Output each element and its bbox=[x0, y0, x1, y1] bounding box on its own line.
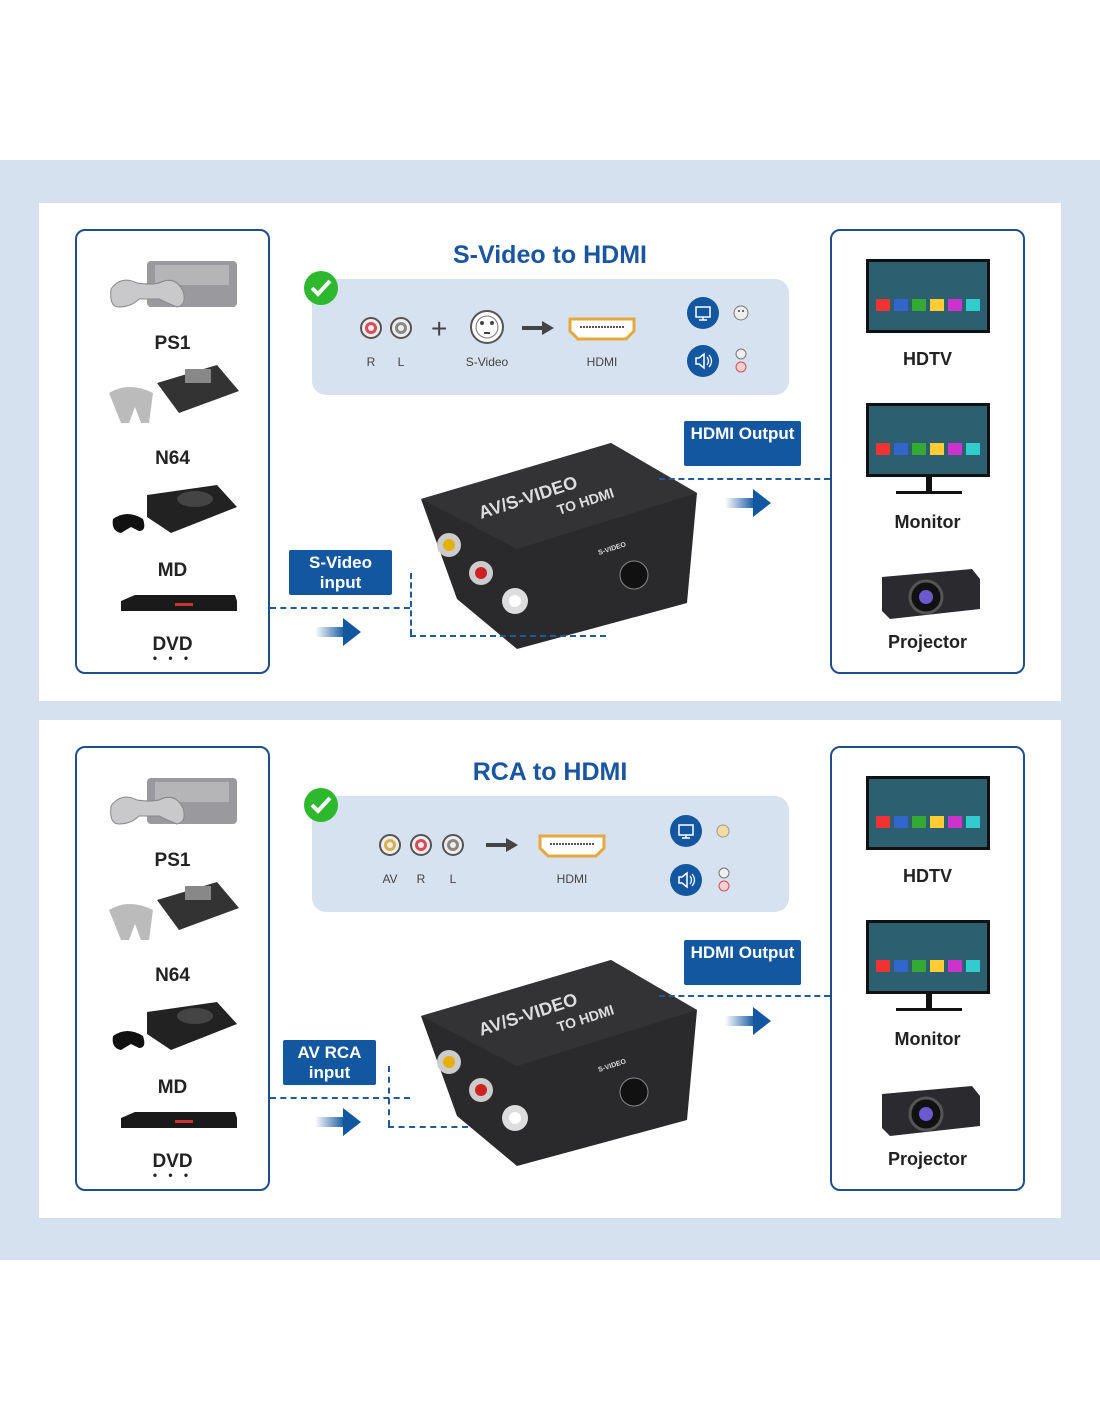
projector-icon bbox=[874, 1080, 984, 1145]
input-arrow-icon bbox=[315, 618, 363, 651]
svideo-port-icon bbox=[469, 309, 505, 350]
r-jack-icon bbox=[409, 833, 433, 862]
source-label: MD bbox=[157, 1077, 188, 1098]
display-label: Monitor bbox=[894, 1029, 961, 1049]
input-tag: S-Video input bbox=[289, 550, 392, 595]
display-label: Monitor bbox=[894, 512, 961, 532]
input-bracket-bottom bbox=[410, 635, 606, 637]
hdtv-icon bbox=[866, 259, 992, 344]
connection-diagram: AV R L HDMI bbox=[312, 796, 789, 912]
source-label: MD bbox=[157, 560, 188, 581]
arrow-right-icon bbox=[486, 838, 518, 857]
hdtv-icon bbox=[866, 776, 992, 861]
audio-indicator-icon bbox=[734, 347, 748, 380]
plus-sign: + bbox=[431, 313, 448, 344]
panel-title: RCA to HDMI bbox=[472, 758, 628, 786]
md-icon bbox=[107, 996, 241, 1063]
speaker-icon bbox=[687, 345, 719, 382]
output-tag: HDMI Output bbox=[684, 421, 801, 466]
source-label: PS1 bbox=[154, 850, 191, 871]
audio-indicator-icon bbox=[717, 866, 731, 899]
source-label: DVD bbox=[152, 634, 193, 655]
input-bracket bbox=[388, 1066, 390, 1126]
source-label: PS1 bbox=[154, 333, 191, 354]
check-icon bbox=[303, 270, 339, 311]
display-label: HDTV bbox=[903, 866, 952, 886]
output-dash-line bbox=[659, 995, 830, 997]
connector-label: AV bbox=[382, 872, 398, 886]
hdmi-port-icon bbox=[568, 317, 636, 346]
input-dash-line bbox=[270, 607, 410, 609]
dvd-icon bbox=[119, 591, 239, 622]
connector-label: HDMI bbox=[556, 872, 588, 886]
n64-icon bbox=[107, 363, 241, 438]
source-label: N64 bbox=[155, 965, 190, 986]
md-icon bbox=[107, 479, 241, 546]
display-label: Projector bbox=[887, 632, 968, 652]
l-jack-icon bbox=[441, 833, 465, 862]
connector-label: L bbox=[449, 872, 457, 886]
output-arrow-icon bbox=[725, 489, 773, 522]
connector-label: S-Video bbox=[465, 355, 509, 369]
arrow-right-icon bbox=[522, 321, 554, 340]
input-tag: AV RCA input bbox=[283, 1040, 376, 1085]
more-dots: • • • bbox=[152, 1168, 193, 1182]
output-dash-line bbox=[659, 478, 830, 480]
panel-title: S-Video to HDMI bbox=[453, 241, 647, 269]
projector-icon bbox=[874, 563, 984, 628]
connector-label: R bbox=[366, 355, 376, 369]
connection-diagram: R L + S-Video HDMI bbox=[312, 279, 789, 395]
source-label: DVD bbox=[152, 1151, 193, 1172]
monitor-icon bbox=[866, 920, 992, 1021]
l-jack-icon bbox=[389, 316, 413, 345]
more-dots: • • • bbox=[152, 651, 193, 665]
check-icon bbox=[303, 787, 339, 828]
output-tag: HDMI Output bbox=[684, 940, 801, 985]
video-indicator-icon bbox=[716, 824, 730, 843]
input-dash-line bbox=[270, 1097, 410, 1099]
av-jack-icon bbox=[378, 833, 402, 862]
n64-icon bbox=[107, 880, 241, 955]
monitor-icon bbox=[866, 403, 992, 504]
dvd-icon bbox=[119, 1108, 239, 1139]
input-bracket-bottom bbox=[388, 1126, 468, 1128]
ps1-icon bbox=[107, 253, 241, 320]
input-bracket bbox=[410, 573, 412, 635]
ps1-icon bbox=[107, 770, 241, 837]
speaker-icon bbox=[670, 864, 702, 901]
r-jack-icon bbox=[359, 316, 383, 345]
monitor-icon bbox=[670, 815, 702, 852]
display-label: HDTV bbox=[903, 349, 952, 369]
video-indicator-icon bbox=[733, 305, 749, 326]
monitor-icon bbox=[687, 297, 719, 334]
output-arrow-icon bbox=[725, 1007, 773, 1040]
connector-label: R bbox=[416, 872, 426, 886]
connector-label: HDMI bbox=[586, 355, 618, 369]
source-label: N64 bbox=[155, 448, 190, 469]
hdmi-port-icon bbox=[538, 834, 606, 863]
connector-label: L bbox=[397, 355, 405, 369]
display-label: Projector bbox=[887, 1149, 968, 1169]
input-arrow-icon bbox=[315, 1108, 363, 1141]
